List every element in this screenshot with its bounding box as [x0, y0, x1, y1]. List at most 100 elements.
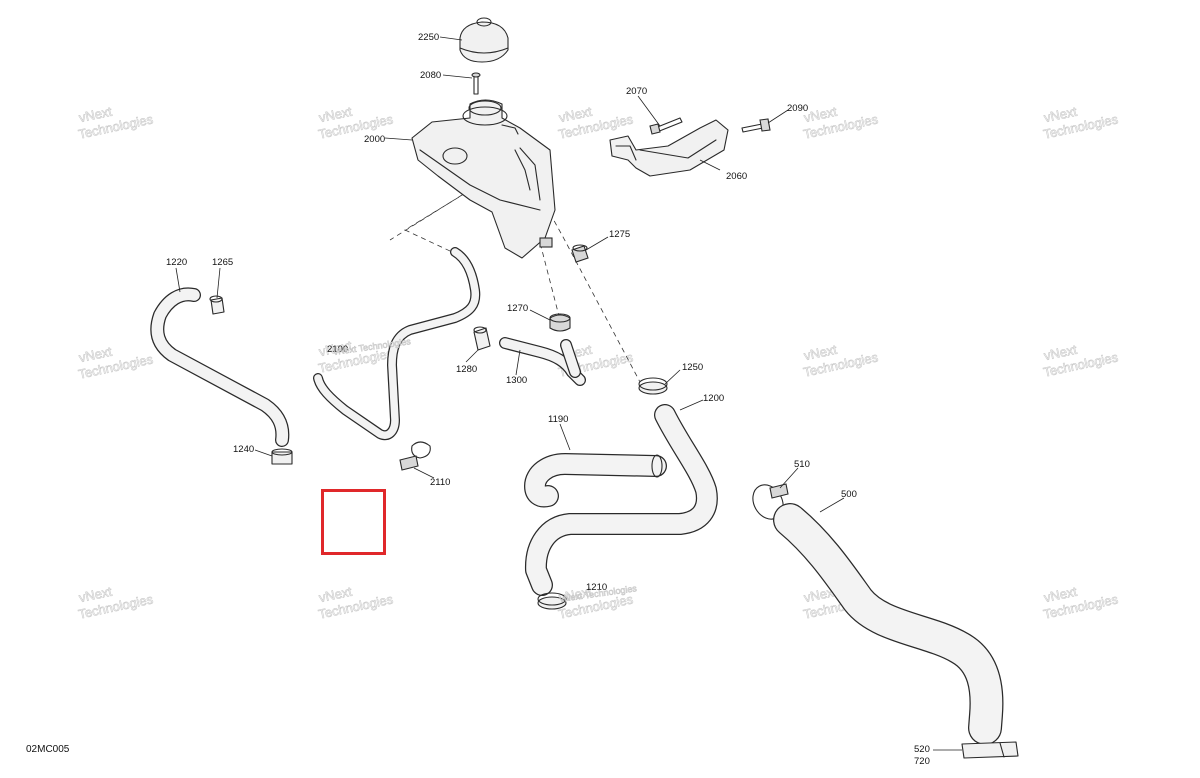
- diagram-code: 02MC005: [26, 744, 70, 755]
- leader-line-1270: [529, 309, 551, 321]
- tank-rib: [519, 147, 541, 201]
- callout-500[interactable]: 500: [841, 489, 857, 500]
- callout-2250[interactable]: 2250: [418, 32, 439, 43]
- part-500-hose[interactable]: [773, 503, 1004, 745]
- callout-labels: 2250 2080 2000 2070 2090 2060 1275 1220 …: [166, 32, 930, 767]
- part-1200-hose[interactable]: [524, 404, 718, 596]
- leader-lines: [175, 36, 962, 751]
- callout-1210[interactable]: 1210: [586, 582, 607, 593]
- clamp-screw-housing: [769, 483, 789, 499]
- callout-520[interactable]: 520: [914, 744, 930, 755]
- watermark-text: vNext: [318, 338, 354, 360]
- watermark-text: vNext: [803, 342, 839, 364]
- tank-nipple: [501, 124, 519, 135]
- bracket-edge: [639, 139, 717, 159]
- callout-2070[interactable]: 2070: [626, 86, 647, 97]
- leader-line-1190: [559, 423, 571, 451]
- assembly-line: [404, 182, 483, 259]
- callout-1240[interactable]: 1240: [233, 444, 254, 455]
- clamp-top: [549, 313, 571, 323]
- clamp-top: [638, 377, 668, 391]
- assembly-line: [514, 149, 641, 383]
- part-1220-hose[interactable]: [150, 287, 290, 447]
- callout-2000[interactable]: 2000: [364, 134, 385, 145]
- part-2090-bolt[interactable]: [741, 118, 771, 133]
- callout-2090[interactable]: 2090: [787, 103, 808, 114]
- clamp-band: [638, 381, 668, 395]
- leader-line-1300: [515, 349, 521, 376]
- screw-shank: [473, 75, 479, 95]
- leader-line-2070: [637, 95, 661, 127]
- part-1240-clamp[interactable]: [271, 448, 293, 465]
- callout-510[interactable]: 510: [794, 459, 810, 470]
- callout-1275[interactable]: 1275: [609, 229, 630, 240]
- tank-outlet: [539, 237, 553, 248]
- hose-body: [526, 405, 717, 595]
- leader-line-2110: [413, 467, 435, 479]
- tank-filler-ring: [462, 106, 508, 126]
- clamp-band: [961, 741, 1019, 759]
- part-1250-clamp[interactable]: [638, 377, 668, 395]
- part-2110-fitting[interactable]: [399, 441, 431, 471]
- part-1190-hose[interactable]: [524, 453, 667, 508]
- part-2100-hose[interactable]: [313, 247, 481, 441]
- callout-2060[interactable]: 2060: [726, 171, 747, 182]
- part-2070-bolt[interactable]: [649, 117, 683, 135]
- callout-2100[interactable]: 2100: [327, 344, 348, 355]
- callout-1220[interactable]: 1220: [166, 257, 187, 268]
- callout-1190[interactable]: 1190: [548, 414, 568, 425]
- tank-seam: [419, 149, 541, 211]
- callout-1300[interactable]: 1300: [506, 375, 527, 386]
- leader-line-1280: [465, 349, 479, 363]
- hose-outline: [150, 287, 290, 447]
- watermark-text: vNext: [78, 584, 114, 606]
- bracket-tab: [615, 145, 637, 161]
- callout-1270[interactable]: 1270: [507, 303, 528, 314]
- callout-1250[interactable]: 1250: [682, 362, 703, 373]
- part-2060-bracket[interactable]: [609, 119, 729, 177]
- clamp-band: [537, 596, 567, 610]
- leader-line-500: [819, 497, 845, 513]
- leader-line-2060: [699, 159, 721, 171]
- watermark-text: vNext: [1043, 342, 1079, 364]
- tank-body: [411, 99, 556, 259]
- hose-branch: [561, 340, 580, 377]
- selection-highlight-box[interactable]: [321, 489, 386, 555]
- hose-body: [314, 248, 480, 439]
- callout-1280[interactable]: 1280: [456, 364, 477, 375]
- part-1300-hose[interactable]: [499, 337, 586, 386]
- leader-line-510: [779, 467, 799, 489]
- part-1280-clamp[interactable]: [473, 326, 491, 351]
- hose-body: [151, 288, 289, 446]
- part-2250-cap[interactable]: [459, 17, 509, 63]
- callout-2080[interactable]: 2080: [420, 70, 441, 81]
- clamp-shape: [571, 245, 589, 263]
- leader-line-1275: [585, 236, 609, 251]
- clamp-top: [572, 244, 588, 252]
- clamp-top: [271, 448, 293, 456]
- watermark-text: vNext: [318, 584, 354, 606]
- clamp-latch: [999, 742, 1005, 758]
- leader-line-2090: [767, 109, 789, 124]
- watermark-text: vNext: [318, 104, 354, 126]
- watermark-text: vNext: [558, 104, 594, 126]
- part-2000-tank[interactable]: [411, 99, 556, 259]
- bracket-shape: [609, 119, 729, 177]
- clamp-top: [473, 326, 487, 334]
- part-2080-screw[interactable]: [471, 72, 481, 95]
- part-1270-clamp[interactable]: [549, 313, 571, 332]
- part-520-720-clamp[interactable]: [961, 741, 1019, 759]
- part-1265-clamp[interactable]: [209, 295, 225, 315]
- leader-line-1240: [254, 449, 273, 457]
- part-1210-clamp[interactable]: [537, 592, 567, 610]
- callout-1200[interactable]: 1200: [703, 393, 724, 404]
- leader-line-2250: [439, 36, 463, 41]
- leader-line-1200: [679, 399, 704, 411]
- clamp-top: [209, 295, 223, 303]
- callout-2110[interactable]: 2110: [430, 477, 450, 488]
- callout-720[interactable]: 720: [914, 756, 930, 767]
- watermark-text: vNext: [803, 104, 839, 126]
- callout-1265[interactable]: 1265: [212, 257, 233, 268]
- part-1275-clamp[interactable]: [571, 244, 589, 263]
